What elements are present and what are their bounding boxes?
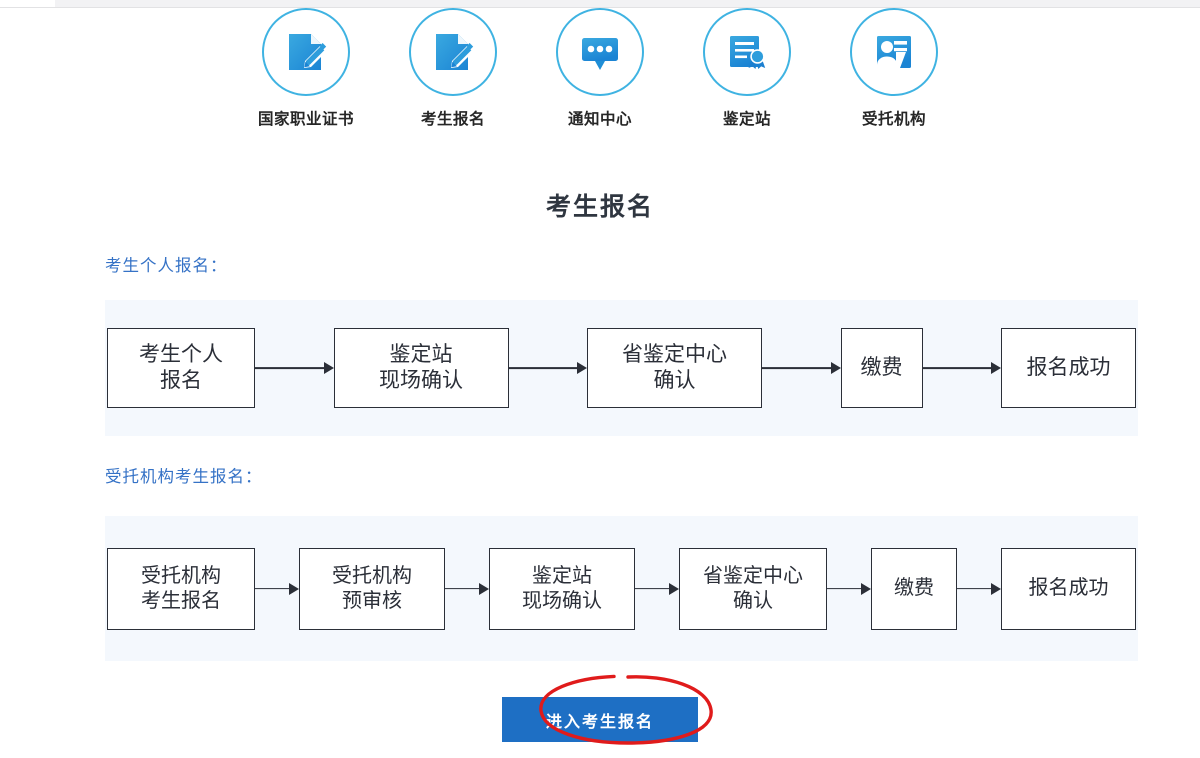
nav-circle: [262, 8, 350, 96]
flow-step-box: 报名成功: [1001, 547, 1136, 630]
flow-step-box: 受托机构 考生报名: [107, 547, 255, 630]
document-pencil-icon: [428, 27, 478, 77]
flow-step-line: 考生个人: [139, 343, 223, 367]
nav-item-label: 通知中心: [567, 111, 632, 128]
submit-button-container: 进入考生报名: [0, 697, 1200, 742]
certificate-ribbon-icon: [723, 28, 771, 76]
nav-item-national-certificate[interactable]: 国家职业证书: [248, 8, 365, 129]
nav-circle: [703, 8, 791, 96]
flow-step-line: 报名: [160, 369, 202, 392]
flow-step-line: 省鉴定中心: [703, 565, 803, 588]
flow-diagram-personal: 考生个人 报名 鉴定站 现场确认 省鉴定中心 确认: [105, 300, 1138, 436]
nav-circle: [850, 8, 938, 96]
section-heading-personal: 考生个人报名：: [105, 257, 228, 275]
flow-step-line: 现场确认: [379, 369, 463, 392]
flow-arrow-icon: [509, 361, 588, 375]
flow-step-line: 省鉴定中心: [622, 343, 727, 367]
enter-candidate-registration-button[interactable]: 进入考生报名: [502, 697, 698, 742]
flow-step-box: 缴费: [840, 328, 923, 408]
document-pencil-icon: [281, 27, 331, 77]
flow-step-box: 考生个人 报名: [107, 328, 255, 408]
page-title: 考生报名: [545, 193, 654, 221]
flow-arrow-icon: [762, 361, 841, 375]
flow-step-line: 确认: [733, 589, 773, 612]
flow-step-box: 鉴定站 现场确认: [333, 328, 509, 408]
flow-step-box: 报名成功: [1001, 328, 1136, 408]
flow-step-line: 确认: [653, 369, 696, 392]
top-grey-strip: [55, 0, 1200, 7]
nav-item-assessment-station[interactable]: 鉴定站: [689, 8, 806, 129]
nav-circle: [409, 8, 497, 96]
flow-step-line: 考生报名: [141, 589, 221, 612]
flow-step-box: 鉴定站 现场确认: [489, 547, 635, 630]
flow-step-line: 现场确认: [522, 589, 602, 612]
flow-arrow-icon: [923, 361, 1002, 375]
icon-nav-row: 国家职业证书: [0, 8, 1200, 129]
flow-arrow-icon: [635, 582, 679, 596]
nav-item-entrusted-agency[interactable]: 受托机构: [836, 8, 953, 129]
flow-step-line: 报名成功: [1026, 356, 1111, 380]
flow-arrow-icon: [445, 582, 489, 596]
flow-diagram-agency: 受托机构 考生报名 受托机构 预审核 鉴定站 现场确认: [105, 516, 1138, 661]
flow-step-line: 缴费: [860, 356, 903, 380]
flow-arrow-icon: [255, 582, 299, 596]
flow-step-line: 受托机构: [332, 565, 412, 588]
nav-item-label: 国家职业证书: [257, 111, 354, 128]
nav-item-notification-center[interactable]: 通知中心: [542, 8, 659, 129]
flow-step-line: 鉴定站: [532, 565, 592, 588]
flow-step-box: 缴费: [871, 547, 957, 630]
flow-arrow-icon: [827, 582, 871, 596]
flow-step-line: 受托机构: [141, 565, 221, 588]
speech-bubble-dots-icon: [576, 28, 624, 76]
section-heading-agency: 受托机构考生报名：: [105, 468, 263, 486]
flow-arrow-icon: [957, 582, 1001, 596]
flow-step-line: 预审核: [342, 589, 402, 612]
nav-item-candidate-registration[interactable]: 考生报名: [395, 8, 512, 129]
person-card-icon: [870, 28, 918, 76]
nav-item-label: 受托机构: [861, 111, 926, 128]
nav-item-label: 鉴定站: [722, 111, 771, 128]
nav-circle: [556, 8, 644, 96]
flow-step-line: 缴费: [894, 577, 934, 600]
top-divider-line: [0, 7, 1200, 8]
flow-step-line: 鉴定站: [389, 343, 453, 367]
flow-step-box: 受托机构 预审核: [299, 547, 445, 630]
flow-step-box: 省鉴定中心 确认: [679, 547, 827, 630]
flow-step-box: 省鉴定中心 确认: [587, 328, 762, 408]
flow-arrow-icon: [255, 361, 334, 375]
flow-step-line: 报名成功: [1028, 577, 1109, 600]
nav-item-label: 考生报名: [420, 111, 485, 128]
